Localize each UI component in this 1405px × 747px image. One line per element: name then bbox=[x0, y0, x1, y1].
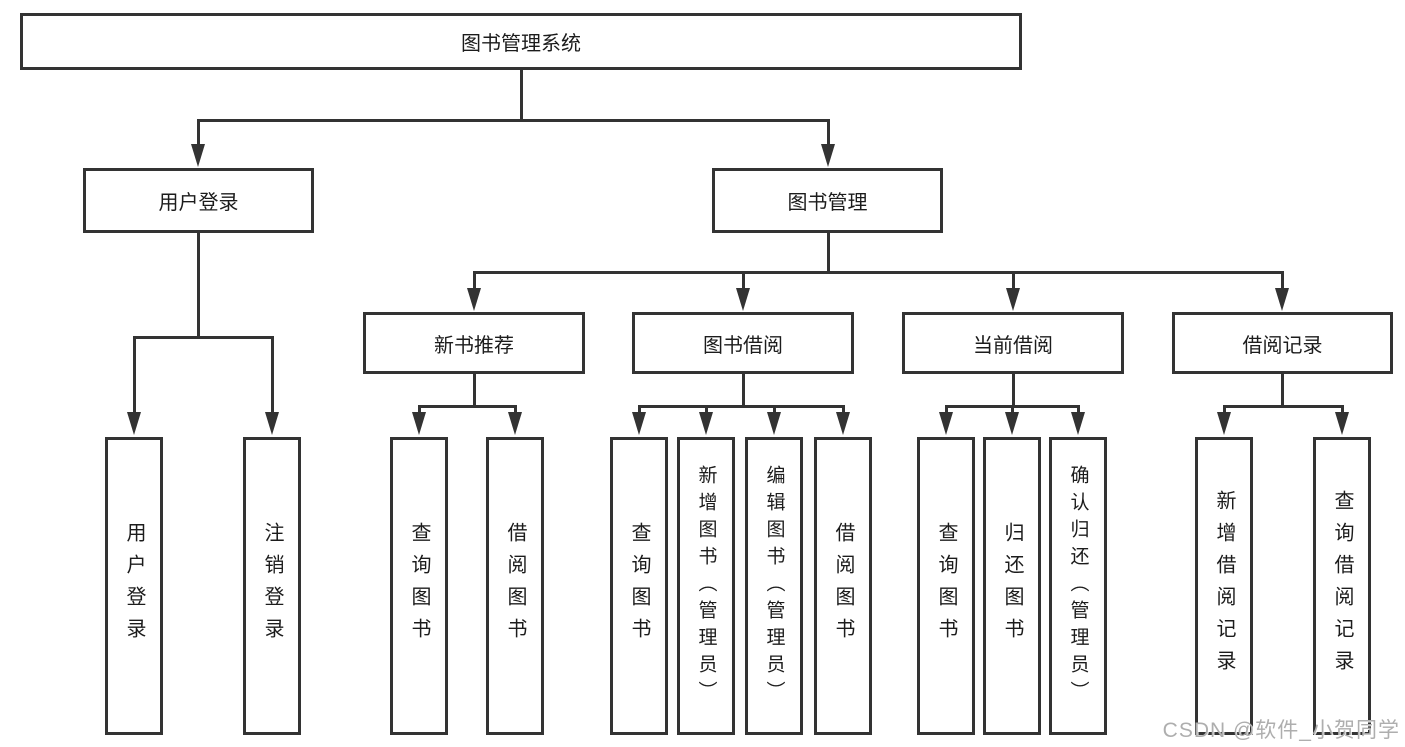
connector-drop bbox=[773, 405, 776, 414]
arrowhead-icon bbox=[508, 412, 522, 435]
leaf-label: 借阅图书 bbox=[504, 522, 526, 650]
connector-drop bbox=[945, 405, 948, 414]
connector-drop bbox=[133, 336, 136, 413]
leaf-add-books-admin: 新增图书（管理员） bbox=[677, 437, 735, 735]
connector-drop bbox=[742, 271, 745, 290]
root-node-book-management-system: 图书管理系统 bbox=[20, 13, 1022, 70]
arrowhead-icon bbox=[191, 144, 205, 167]
leaf-query-books-current: 查询图书 bbox=[917, 437, 975, 735]
arrowhead-icon bbox=[467, 288, 481, 311]
leaf-label: 注销登录 bbox=[261, 522, 283, 650]
connector-rec-stem bbox=[473, 374, 476, 407]
node-book-borrow: 图书借阅 bbox=[632, 312, 854, 374]
connector-cur-stem bbox=[1012, 374, 1015, 407]
arrowhead-icon bbox=[1071, 412, 1085, 435]
connector-drop bbox=[197, 119, 200, 146]
leaf-label: 归还图书 bbox=[1001, 522, 1023, 650]
arrowhead-icon bbox=[265, 412, 279, 435]
arrowhead-icon bbox=[1006, 288, 1020, 311]
arrowhead-icon bbox=[1275, 288, 1289, 311]
arrowhead-icon bbox=[736, 288, 750, 311]
leaf-return-books: 归还图书 bbox=[983, 437, 1041, 735]
leaf-confirm-return-admin: 确认归还（管理员） bbox=[1049, 437, 1107, 735]
connector-drop bbox=[705, 405, 708, 414]
leaf-add-borrow-record: 新增借阅记录 bbox=[1195, 437, 1253, 735]
connector-drop bbox=[827, 119, 830, 146]
connector-his-bus bbox=[1223, 405, 1343, 408]
arrowhead-icon bbox=[1005, 412, 1019, 435]
connector-drop bbox=[473, 271, 476, 290]
leaf-logout: 注销登录 bbox=[243, 437, 301, 735]
connector-drop bbox=[638, 405, 641, 414]
leaf-user-login: 用户登录 bbox=[105, 437, 163, 735]
connector-drop bbox=[842, 405, 845, 414]
leaf-label: 查询借阅记录 bbox=[1331, 490, 1353, 682]
connector-his-stem bbox=[1281, 374, 1284, 407]
arrowhead-icon bbox=[127, 412, 141, 435]
node-current-borrow: 当前借阅 bbox=[902, 312, 1124, 374]
node-new-book-recommend: 新书推荐 bbox=[363, 312, 585, 374]
connector-root-stem bbox=[520, 70, 523, 119]
connector-bor-bus bbox=[638, 405, 844, 408]
leaf-borrow-books-borrow: 借阅图书 bbox=[814, 437, 872, 735]
arrowhead-icon bbox=[699, 412, 713, 435]
connector-user-stem bbox=[197, 233, 200, 338]
connector-drop bbox=[1341, 405, 1344, 414]
connector-drop bbox=[1223, 405, 1226, 414]
arrowhead-icon bbox=[821, 144, 835, 167]
leaf-query-books-recommend: 查询图书 bbox=[390, 437, 448, 735]
connector-bor-stem bbox=[742, 374, 745, 407]
connector-drop bbox=[1012, 271, 1015, 290]
arrowhead-icon bbox=[836, 412, 850, 435]
leaf-label: 编辑图书（管理员） bbox=[763, 464, 785, 708]
leaf-borrow-books-recommend: 借阅图书 bbox=[486, 437, 544, 735]
leaf-query-books-borrow: 查询图书 bbox=[610, 437, 668, 735]
connector-root-bus bbox=[197, 119, 830, 122]
leaf-label: 确认归还（管理员） bbox=[1067, 464, 1089, 708]
leaf-edit-books-admin: 编辑图书（管理员） bbox=[745, 437, 803, 735]
leaf-label: 查询图书 bbox=[408, 522, 430, 650]
connector-drop bbox=[1011, 405, 1014, 414]
node-user-login: 用户登录 bbox=[83, 168, 314, 233]
connector-rec-bus bbox=[418, 405, 516, 408]
csdn-watermark: CSDN @软件_小贺同学 bbox=[1162, 719, 1400, 742]
leaf-query-borrow-record: 查询借阅记录 bbox=[1313, 437, 1371, 735]
arrowhead-icon bbox=[412, 412, 426, 435]
connector-user-bus bbox=[133, 336, 273, 339]
connector-drop bbox=[418, 405, 421, 414]
leaf-label: 查询图书 bbox=[628, 522, 650, 650]
leaf-label: 新增借阅记录 bbox=[1213, 490, 1235, 682]
connector-drop bbox=[514, 405, 517, 414]
arrowhead-icon bbox=[1335, 412, 1349, 435]
leaf-label: 用户登录 bbox=[123, 522, 145, 650]
leaf-label: 借阅图书 bbox=[832, 522, 854, 650]
arrowhead-icon bbox=[939, 412, 953, 435]
connector-mgmt-bus bbox=[473, 271, 1283, 274]
leaf-label: 新增图书（管理员） bbox=[695, 464, 717, 708]
node-book-management: 图书管理 bbox=[712, 168, 943, 233]
connector-drop bbox=[1077, 405, 1080, 414]
leaf-label: 查询图书 bbox=[935, 522, 957, 650]
arrowhead-icon bbox=[1217, 412, 1231, 435]
connector-drop bbox=[1281, 271, 1284, 290]
arrowhead-icon bbox=[767, 412, 781, 435]
node-borrow-records: 借阅记录 bbox=[1172, 312, 1393, 374]
arrowhead-icon bbox=[632, 412, 646, 435]
connector-drop bbox=[271, 336, 274, 413]
connector-mgmt-stem bbox=[827, 233, 830, 273]
